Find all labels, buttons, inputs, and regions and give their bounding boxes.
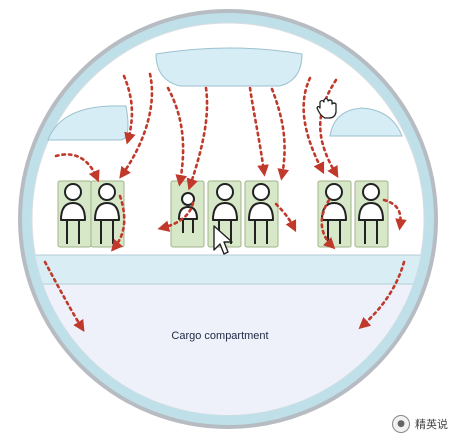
airflow-arrow xyxy=(320,198,336,250)
airflow-arrow xyxy=(270,87,289,181)
passenger-icon xyxy=(358,183,384,244)
airflow-arrow xyxy=(54,153,100,183)
airflow-arrow xyxy=(43,260,85,332)
passenger-icon xyxy=(212,183,238,244)
passenger-icon xyxy=(248,183,274,244)
wechat-logo-icon: ● xyxy=(392,415,410,433)
ceiling-vent xyxy=(155,47,303,87)
airflow-arrow xyxy=(111,194,126,252)
passenger-icon xyxy=(94,183,120,244)
airflow-arrow xyxy=(319,78,339,179)
passenger-icon xyxy=(60,183,86,244)
cabin-floor xyxy=(32,254,424,285)
watermark: ● 精英说 xyxy=(392,414,448,434)
airflow-arrow xyxy=(157,201,195,232)
airflow-arrow xyxy=(166,86,187,187)
passengers xyxy=(60,183,384,244)
passenger-child-icon xyxy=(178,192,198,233)
airflow-arrow xyxy=(186,86,209,191)
airflow-arrow xyxy=(274,202,297,233)
hand-cursor-icon xyxy=(316,97,337,119)
arrow-cursor-icon xyxy=(213,225,233,255)
airflow-arrow xyxy=(302,76,325,175)
cargo-compartment-label: Cargo compartment xyxy=(171,330,269,342)
airflow-arrows xyxy=(43,72,407,332)
right-overhead-bin xyxy=(329,107,403,137)
airflow-arrow xyxy=(122,74,136,145)
airflow-arrow xyxy=(248,86,269,177)
airflow-arrow xyxy=(119,72,154,179)
watermark-text: 精英说 xyxy=(415,418,448,431)
airflow-arrow xyxy=(382,198,407,231)
airflow-arrow xyxy=(358,260,406,330)
